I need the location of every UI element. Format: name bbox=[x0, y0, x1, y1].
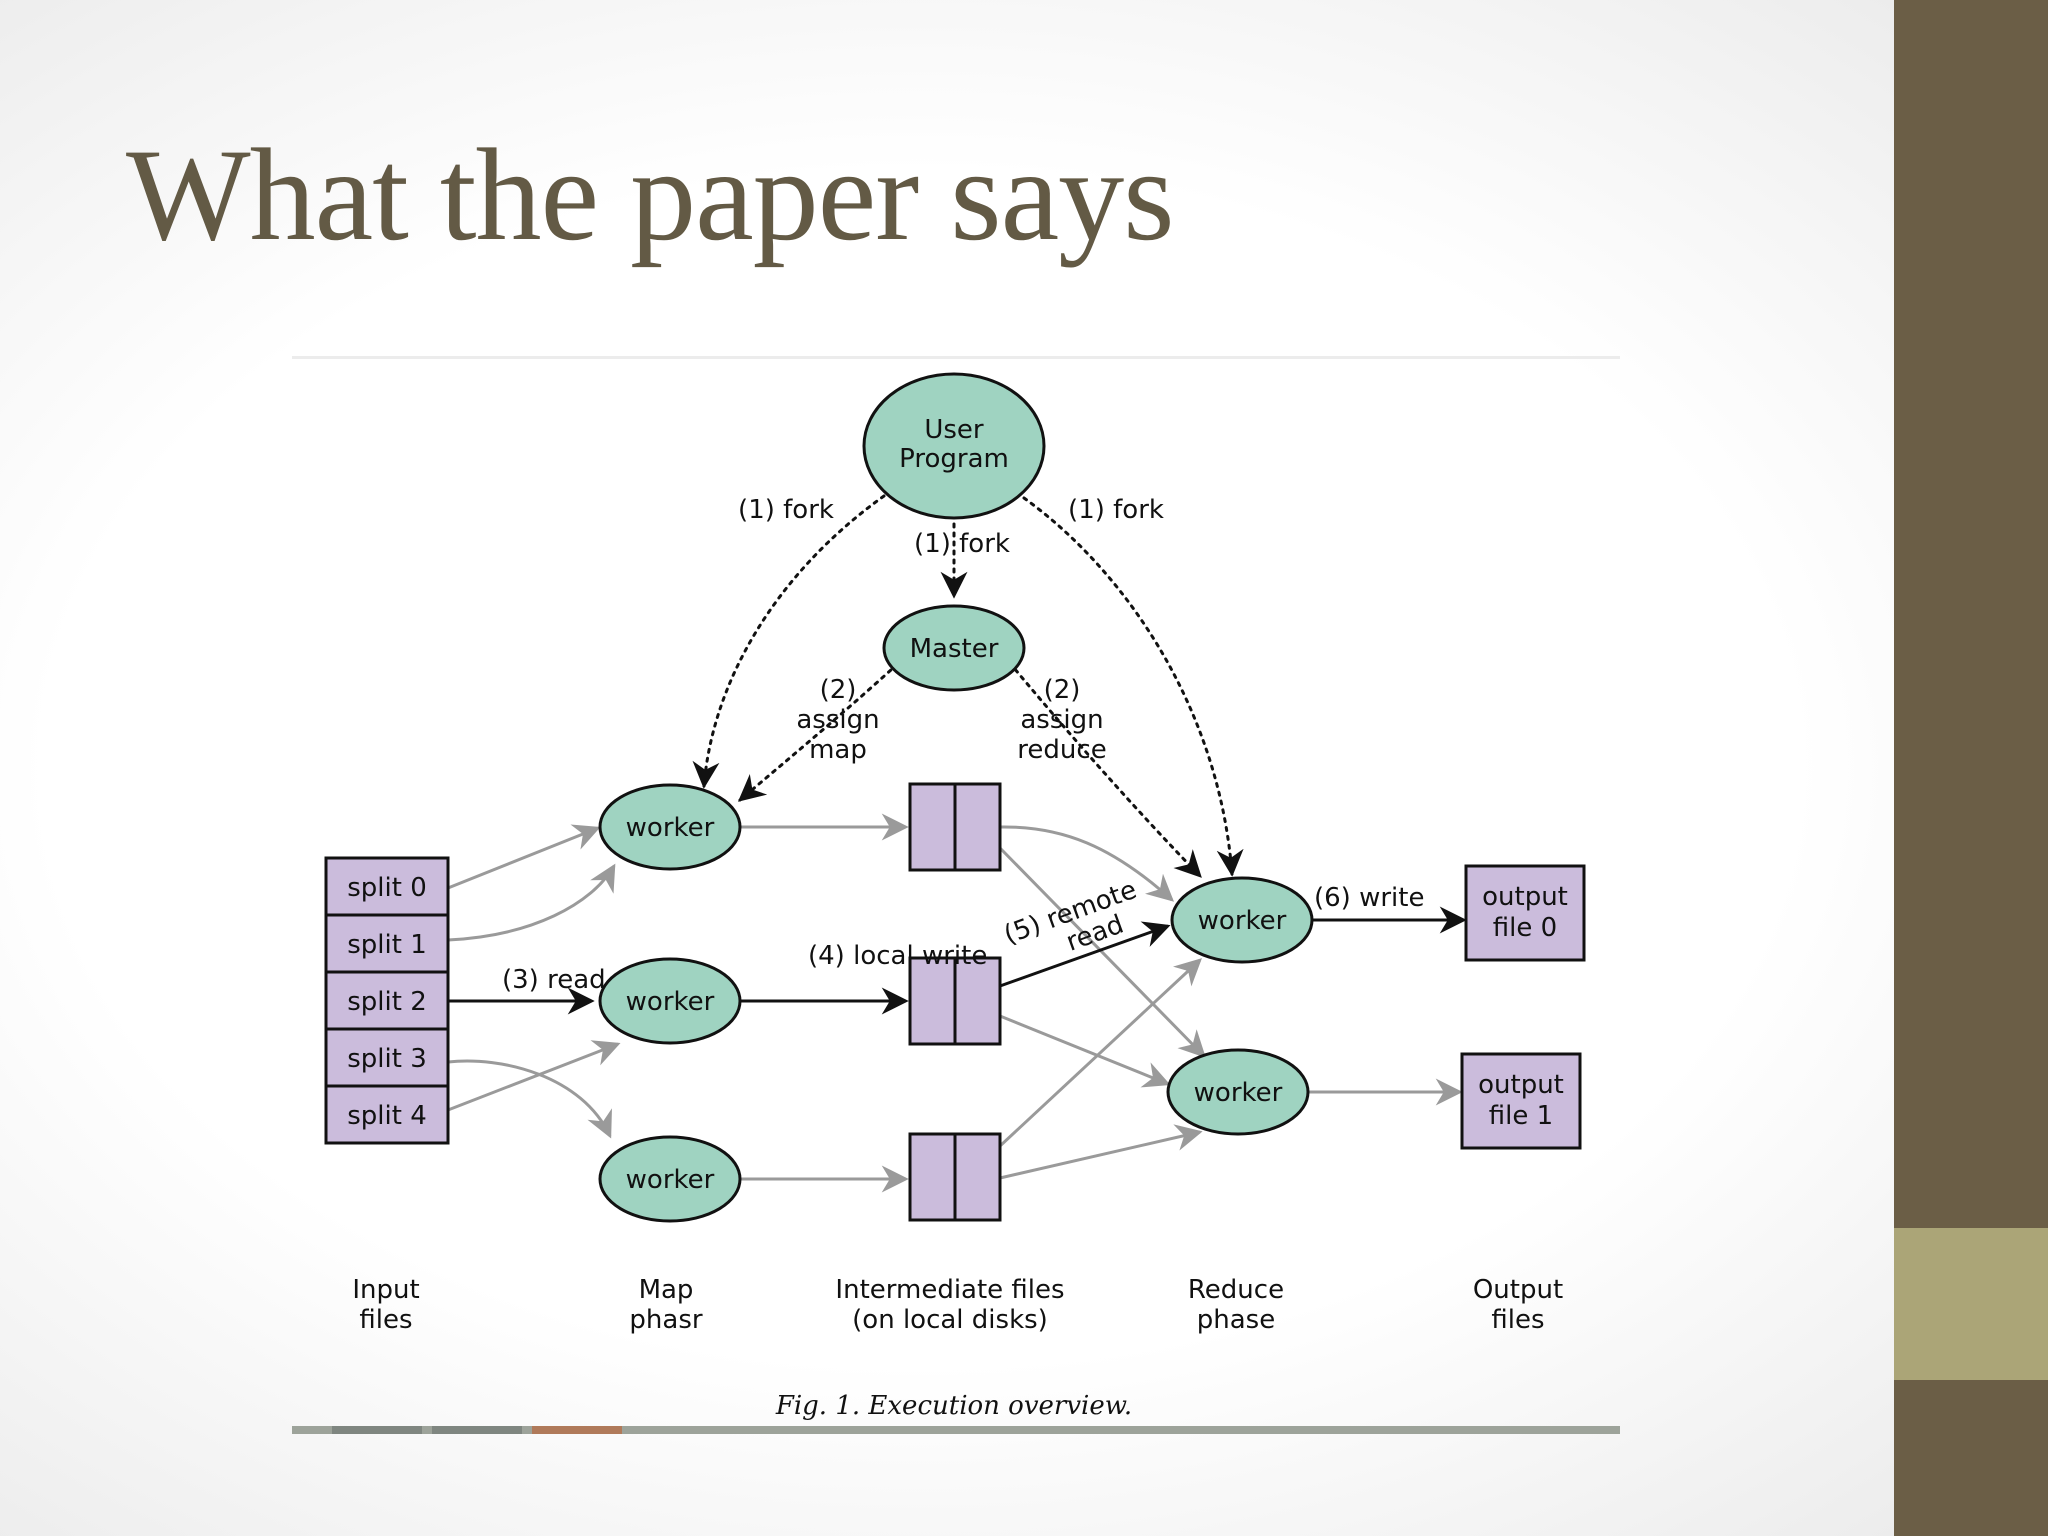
remote-read-label: (5) remote read bbox=[1000, 875, 1141, 958]
svg-text:output: output bbox=[1478, 1070, 1564, 1100]
assign-map-arrow bbox=[737, 656, 906, 802]
worker-label: worker bbox=[1194, 1078, 1283, 1108]
worker-label: worker bbox=[1198, 906, 1287, 936]
column-input-line-2: files bbox=[359, 1305, 412, 1335]
worker-label: worker bbox=[626, 813, 715, 843]
mapreduce-figure: User Program Master (1) fork (1) fork (1… bbox=[292, 356, 1620, 1436]
column-input-line-1: Input bbox=[352, 1275, 419, 1305]
intermediate-file-2 bbox=[908, 956, 1002, 1046]
split-label-2: split 2 bbox=[347, 987, 427, 1017]
column-output-line-2: files bbox=[1491, 1305, 1544, 1335]
map-worker-1: worker bbox=[598, 783, 742, 871]
split0-to-worker1 bbox=[447, 824, 601, 890]
file3-to-reducer2 bbox=[999, 1124, 1203, 1180]
split-3-box bbox=[324, 1027, 450, 1088]
split-0-box bbox=[324, 856, 450, 917]
slide-title: What the paper says bbox=[126, 121, 1175, 268]
svg-text:map: map bbox=[809, 735, 867, 765]
split-4-box bbox=[324, 1084, 450, 1145]
assign-reduce-arrow bbox=[1002, 654, 1202, 878]
intermediate-file-3 bbox=[908, 1132, 1002, 1222]
assign-map-label: (2) assign map bbox=[796, 675, 879, 765]
column-reduce-line-1: Reduce bbox=[1188, 1275, 1284, 1305]
column-map-line-2: phasr bbox=[629, 1305, 702, 1335]
svg-text:assign: assign bbox=[796, 705, 879, 735]
figure-caption: Fig. 1. Execution overview. bbox=[775, 1391, 1132, 1421]
split-label-4: split 4 bbox=[347, 1101, 427, 1131]
map-worker-3: worker bbox=[598, 1135, 742, 1223]
sidebar-band bbox=[1894, 0, 2048, 1536]
file1-to-reducer1 bbox=[999, 825, 1175, 902]
file3-to-reducer1 bbox=[998, 958, 1202, 1148]
bottom-bar-tab bbox=[532, 1426, 622, 1434]
sidebar-accent bbox=[1894, 1228, 2048, 1380]
column-labels: Input files Map phasr Intermediate files… bbox=[352, 1275, 1563, 1335]
split-label-1: split 1 bbox=[347, 930, 427, 960]
file2-to-reducer2 bbox=[999, 1014, 1171, 1088]
split1-to-worker1 bbox=[447, 863, 616, 942]
figure-bottom-bar bbox=[292, 1426, 1620, 1434]
gray-flow-arrows bbox=[447, 813, 1463, 1193]
fork-label-center: (1) fork bbox=[914, 529, 1010, 559]
split-label-3: split 3 bbox=[347, 1044, 427, 1074]
svg-text:file 0: file 0 bbox=[1493, 913, 1557, 943]
read-label: (3) read bbox=[502, 965, 606, 995]
fork-arrows bbox=[692, 494, 1244, 878]
split3-to-worker3 bbox=[447, 1059, 612, 1139]
fork-label-left: (1) fork bbox=[738, 495, 834, 525]
split-labels: split 0 split 1 split 2 split 3 split 4 bbox=[347, 873, 427, 1131]
svg-text:(2): (2) bbox=[1044, 675, 1081, 705]
svg-text:reduce: reduce bbox=[1017, 735, 1106, 765]
split4-to-worker2 bbox=[447, 1040, 621, 1112]
bottom-bar-tab bbox=[432, 1426, 522, 1434]
assign-reduce-label: (2) assign reduce bbox=[1017, 675, 1106, 765]
intermediate-file-1 bbox=[908, 782, 1002, 872]
input-splits bbox=[324, 856, 450, 1145]
remote-read-arrow bbox=[999, 921, 1171, 988]
figure-top-rule bbox=[292, 356, 1620, 359]
reduce-worker-2: worker bbox=[1166, 1048, 1310, 1136]
execution-overview-diagram: User Program Master (1) fork (1) fork (1… bbox=[324, 372, 1586, 1421]
user-program-line-1: User bbox=[924, 415, 984, 445]
user-program-node: User Program bbox=[862, 372, 1046, 520]
output-file-0: output file 0 bbox=[1464, 864, 1586, 962]
split-2-box bbox=[324, 970, 450, 1031]
black-flow-arrows bbox=[448, 906, 1467, 1015]
column-reduce-line-2: phase bbox=[1197, 1305, 1275, 1335]
master-node: Master bbox=[882, 604, 1026, 692]
reduce-worker-1: worker bbox=[1170, 876, 1314, 964]
column-output-line-1: Output bbox=[1473, 1275, 1563, 1305]
write-label: (6) write bbox=[1314, 883, 1424, 913]
column-intermediate-line-1: Intermediate files bbox=[835, 1275, 1064, 1305]
column-intermediate-line-2: (on local disks) bbox=[852, 1305, 1048, 1335]
split-1-box bbox=[324, 913, 450, 974]
svg-text:(2): (2) bbox=[820, 675, 857, 705]
svg-text:file 1: file 1 bbox=[1489, 1101, 1553, 1131]
output-file-1: output file 1 bbox=[1460, 1052, 1582, 1150]
master-label: Master bbox=[910, 634, 999, 664]
svg-text:assign: assign bbox=[1020, 705, 1103, 735]
map-worker-2: worker bbox=[598, 957, 742, 1045]
bottom-bar-tab bbox=[332, 1426, 422, 1434]
worker-label: worker bbox=[626, 1165, 715, 1195]
column-map-line-1: Map bbox=[639, 1275, 694, 1305]
fork-arrow-right bbox=[1022, 496, 1244, 877]
local-write-label: (4) local write bbox=[808, 941, 987, 971]
file1-to-reducer2 bbox=[998, 846, 1206, 1058]
user-program-line-2: Program bbox=[899, 444, 1009, 474]
split-label-0: split 0 bbox=[347, 873, 427, 903]
fork-label-right: (1) fork bbox=[1068, 495, 1164, 525]
svg-text:output: output bbox=[1482, 882, 1568, 912]
fork-arrow-left bbox=[692, 494, 886, 789]
worker-label: worker bbox=[626, 987, 715, 1017]
